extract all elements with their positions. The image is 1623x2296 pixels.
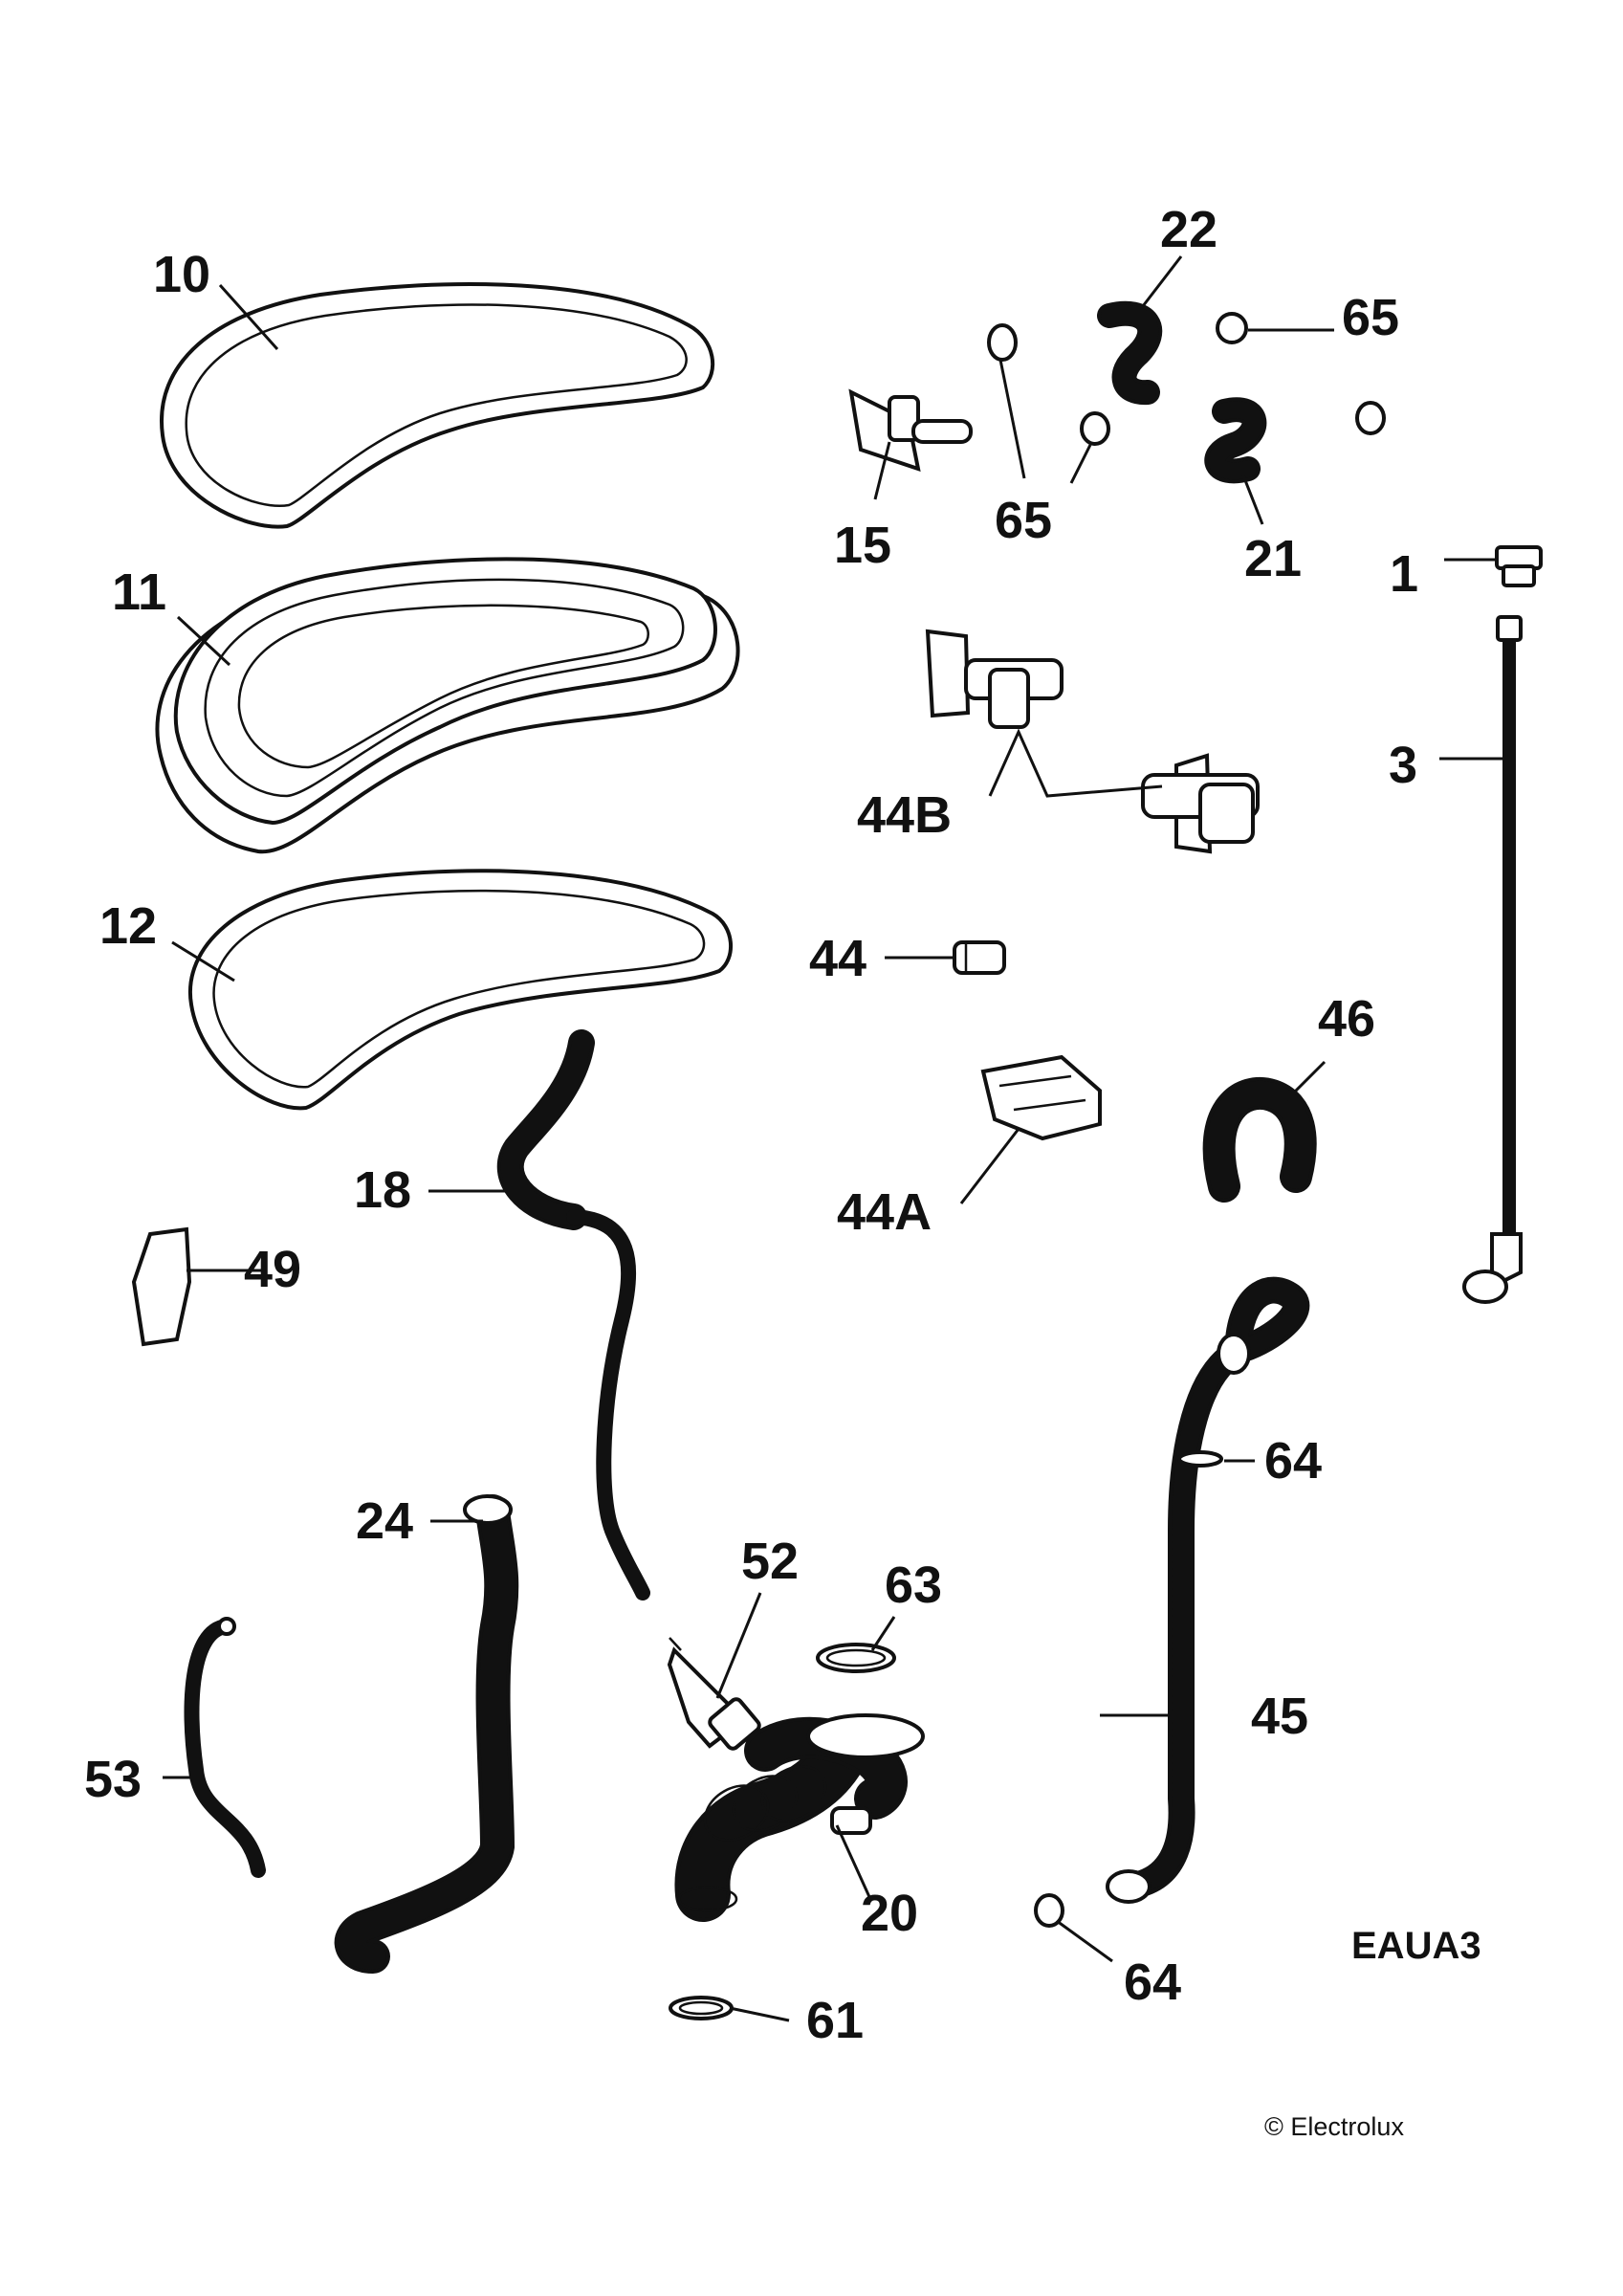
label-part-3: 3 <box>1389 737 1417 794</box>
label-part-24: 24 <box>356 1492 413 1550</box>
part-10-seal-frame <box>160 282 715 529</box>
part-11-door-bowl <box>155 557 740 854</box>
label-part-22: 22 <box>1160 201 1217 258</box>
part-65-clamps <box>987 312 1386 446</box>
label-part-11: 11 <box>112 563 166 621</box>
part-49-bracket <box>131 1226 192 1347</box>
label-part-53: 53 <box>84 1751 142 1808</box>
label-part-15: 15 <box>834 517 891 574</box>
label-part-65: 65 <box>995 492 1052 549</box>
part-53-hose <box>184 1617 266 1878</box>
leader-lines <box>163 255 1503 2022</box>
label-part-61: 61 <box>806 1992 864 2049</box>
label-part-21: 21 <box>1244 530 1302 587</box>
part-18-hose <box>496 1029 650 1601</box>
label-part-20: 20 <box>861 1885 918 1942</box>
label-part-18: 18 <box>354 1161 411 1219</box>
label-part-44a: 44A <box>837 1183 932 1241</box>
label-part-44b: 44B <box>857 786 952 844</box>
part-63-clamp <box>816 1643 896 1673</box>
part-24-long-hose <box>334 1494 519 1974</box>
label-part-49: 49 <box>244 1241 301 1298</box>
part-44b-brackets <box>925 629 1260 854</box>
label-part-10: 10 <box>153 246 210 303</box>
part-45-drain-hose <box>1106 1276 1310 1904</box>
label-part-52: 52 <box>741 1533 799 1590</box>
part-52-tube <box>667 1637 761 1751</box>
label-part-1: 1 <box>1390 545 1418 603</box>
label-part-46: 46 <box>1318 990 1375 1048</box>
part-46-u-bracket <box>1202 1076 1317 1203</box>
label-part-45: 45 <box>1251 1688 1308 1745</box>
part-12-seal-frame <box>187 869 733 1111</box>
label-part-65: 65 <box>1342 289 1399 346</box>
part-64-clamps <box>1034 1450 1223 1928</box>
label-part-64: 64 <box>1124 1954 1181 2011</box>
part-44a-clip <box>980 1054 1102 1141</box>
drawing-code: EAUA3 <box>1351 1925 1481 1967</box>
part-20-sump-hose <box>674 1713 925 1922</box>
label-part-12: 12 <box>99 897 157 955</box>
label-part-64: 64 <box>1264 1432 1322 1490</box>
copyright-notice: © Electrolux <box>1264 2112 1404 2141</box>
part-1-plug <box>1495 545 1543 587</box>
label-part-63: 63 <box>885 1556 942 1614</box>
part-61-clamp <box>669 1996 734 2020</box>
label-part-44: 44 <box>809 930 866 987</box>
part-3-rod <box>1462 615 1523 1304</box>
part-15-valve <box>848 388 973 472</box>
part-44-clip <box>953 940 1006 975</box>
